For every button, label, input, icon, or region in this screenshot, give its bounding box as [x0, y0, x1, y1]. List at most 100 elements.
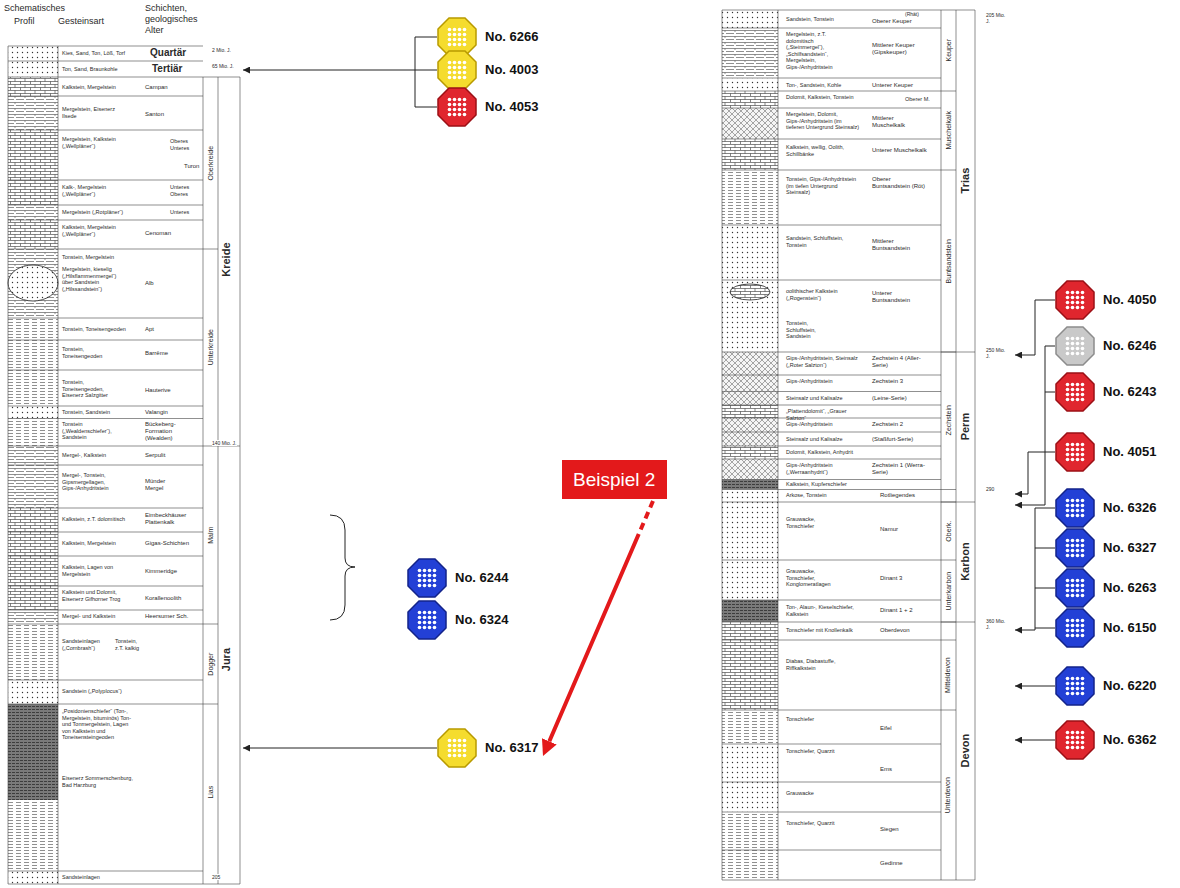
leader-line: [1035, 588, 1055, 589]
rock-band: [8, 406, 58, 419]
rock-band: [722, 280, 778, 352]
rock-band: [8, 130, 58, 180]
table-rule: [8, 46, 9, 884]
table-rule: [722, 432, 941, 433]
marker-dot: [458, 33, 462, 37]
table-rule: [8, 46, 203, 47]
table-rule: [722, 710, 941, 711]
marker-dot: [1066, 589, 1070, 593]
marker-dot: [1081, 624, 1085, 628]
table-rule: [722, 880, 941, 881]
marker-octagon: [1055, 488, 1095, 528]
marker-dot: [1066, 731, 1070, 735]
leader-line: [1015, 346, 1055, 505]
sample-marker: No. 6362: [1055, 720, 1159, 760]
marker-number: No. 6150: [1103, 620, 1156, 636]
marker-dot: [1076, 544, 1080, 548]
table-rule: [722, 622, 941, 623]
strata-text: Mergelstein, Eisenerz Ilsede: [62, 106, 117, 119]
marker-dot: [448, 71, 452, 75]
marker-dot: [1076, 342, 1080, 346]
strata-text: Steinsalz und Kalisalze: [786, 436, 866, 443]
marker-dot: [1066, 629, 1070, 633]
strata-text: Dinant 1 + 2: [880, 607, 930, 614]
marker-dot: [1076, 731, 1080, 735]
strata-text: Santon: [145, 111, 195, 118]
age-number: 65 Mio. J.: [212, 63, 237, 69]
strata-text: Dinant 3: [880, 575, 920, 582]
strata-text: Ton-, Sandstein, Kohle: [786, 82, 866, 89]
marker-dot: [463, 744, 467, 748]
octagon-body: [1056, 433, 1094, 471]
marker-dot: [1066, 337, 1070, 341]
table-rule: [722, 850, 941, 851]
marker-dot: [1076, 291, 1080, 295]
age-number: 205: [212, 874, 232, 880]
marker-dot: [448, 38, 452, 42]
octagon-body: [1056, 667, 1094, 705]
marker-dot: [1066, 347, 1070, 351]
marker-dot: [1081, 443, 1085, 447]
marker-dot: [458, 61, 462, 65]
age-number: 140 Mio. J.: [212, 440, 237, 446]
marker-dot: [463, 103, 467, 107]
table-rule: [8, 508, 203, 509]
marker-dot: [1081, 296, 1085, 300]
marker-number: No. 4053: [485, 99, 538, 115]
marker-dot: [1076, 741, 1080, 745]
table-rule: [722, 10, 941, 11]
marker-dot: [448, 749, 452, 753]
marker-dot: [1071, 687, 1075, 691]
strata-text: Oberer Buntsandstein (Röt): [872, 176, 927, 190]
marker-dot: [1081, 741, 1085, 745]
marker-dot: [418, 574, 422, 578]
table-rule: [722, 108, 941, 109]
marker-number: No. 6263: [1103, 580, 1156, 596]
marker-dot: [458, 28, 462, 32]
marker-number: No. 6220: [1103, 678, 1156, 694]
marker-dot: [458, 66, 462, 70]
rock-band: [8, 871, 58, 884]
strata-text: Kalkstein, Mergelstein: [62, 540, 142, 547]
table-rule: [203, 624, 218, 625]
marker-dot: [448, 113, 452, 117]
marker-dot: [428, 616, 432, 620]
strata-text: Tonschiefer, Quarzit: [786, 820, 836, 827]
strata-text: Siegen: [880, 826, 920, 833]
strata-text: Tonstein, Sandstein: [62, 409, 137, 416]
octagon-body: [1056, 609, 1094, 647]
strata-text: Sandsteinlagen („Cornbrash“): [62, 638, 107, 651]
period-label: Oberkreide: [206, 103, 214, 223]
rock-band: [8, 419, 58, 447]
marker-dot: [463, 71, 467, 75]
marker-dot: [1066, 383, 1070, 387]
marker-dot: [1081, 736, 1085, 740]
marker-dot: [453, 33, 457, 37]
table-rule: [722, 489, 941, 490]
era-label: Quartär: [150, 47, 200, 59]
marker-dot: [1081, 504, 1085, 508]
marker-dot: [453, 98, 457, 102]
marker-dot: [1081, 682, 1085, 686]
marker-number: No. 6266: [485, 29, 538, 45]
marker-dot: [418, 611, 422, 615]
rock-band: [8, 340, 58, 370]
marker-dot: [458, 113, 462, 117]
rock-band: [8, 61, 58, 77]
marker-dot: [1076, 619, 1080, 623]
marker-dot: [1081, 301, 1085, 305]
marker-dot: [463, 754, 467, 758]
marker-dot: [1081, 594, 1085, 598]
marker-dot: [1081, 453, 1085, 457]
strata-text: Tonstein, Toneisengeoden: [62, 346, 117, 359]
rock-band: [722, 744, 778, 782]
age-number: 360 Mio. J.: [986, 618, 1008, 630]
marker-dot: [1081, 347, 1085, 351]
rock-band: [722, 622, 778, 640]
marker-dot: [1076, 539, 1080, 543]
table-rule: [941, 170, 956, 171]
strata-text: Barrême: [145, 350, 195, 357]
oolite-lens: [730, 284, 770, 300]
rock-band: [722, 812, 778, 850]
